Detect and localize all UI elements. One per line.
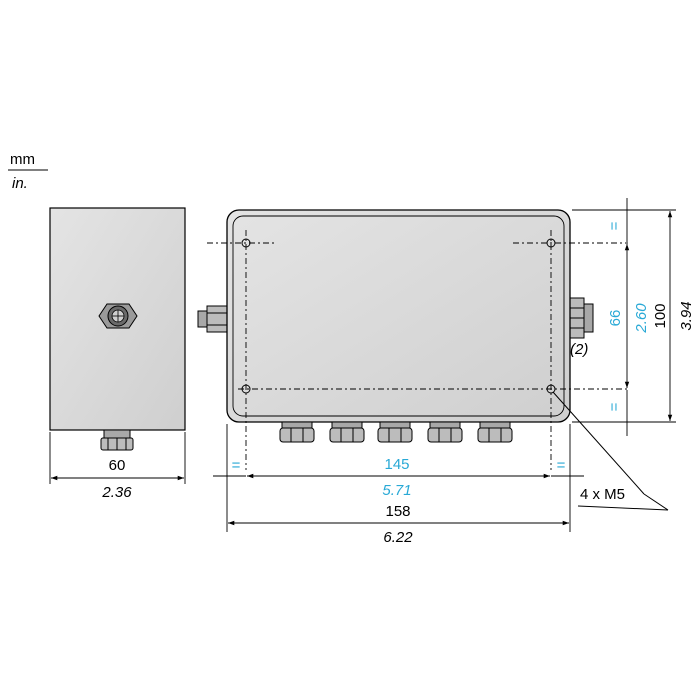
mounting-hole-icon bbox=[241, 384, 251, 394]
overall-width-mm: 158 bbox=[385, 503, 410, 520]
equal-mark-left: = bbox=[232, 457, 241, 474]
horizontal-dimensions: = = 145 5.71 158 6.22 bbox=[213, 424, 584, 546]
overall-height-mm: 100 bbox=[652, 303, 669, 328]
equal-mark-top: = bbox=[606, 221, 623, 230]
hole-spacing-mm: 145 bbox=[384, 456, 409, 473]
units-legend: mm in. bbox=[8, 151, 48, 192]
front-right-connector-icon bbox=[569, 297, 594, 339]
mounting-hole-icon bbox=[241, 238, 251, 248]
side-width-mm: 60 bbox=[109, 457, 126, 474]
hole-spacing-in: 5.71 bbox=[382, 482, 411, 499]
mounting-centerlines bbox=[207, 230, 628, 470]
front-bottom-connectors bbox=[279, 421, 513, 443]
holes-leader bbox=[552, 391, 669, 511]
hole-spacing-v-in: 2.60 bbox=[633, 303, 650, 334]
bottom-connector-3-icon bbox=[377, 421, 413, 443]
bottom-connector-4-icon bbox=[427, 421, 463, 443]
mounting-holes bbox=[241, 238, 556, 394]
units-mm: mm bbox=[10, 151, 35, 168]
hole-spacing-v-mm: 66 bbox=[607, 310, 624, 327]
front-view: = = 145 5.71 158 6.22 = = 66 2.60 100 3.… bbox=[197, 198, 695, 546]
units-in: in. bbox=[12, 175, 28, 192]
front-left-connector-icon bbox=[197, 305, 228, 333]
note-ref: (2) bbox=[570, 341, 588, 358]
mounting-hole-icon bbox=[546, 384, 556, 394]
mounting-hole-icon bbox=[546, 238, 556, 248]
vertical-dimensions: = = 66 2.60 100 3.94 bbox=[572, 198, 695, 436]
equal-mark-bottom: = bbox=[606, 402, 623, 411]
side-connector-icon bbox=[98, 303, 138, 329]
equal-mark-right: = bbox=[557, 457, 566, 474]
side-width-in: 2.36 bbox=[101, 484, 132, 501]
side-view: 60 2.36 bbox=[49, 207, 186, 501]
bottom-connector-5-icon bbox=[477, 421, 513, 443]
overall-width-in: 6.22 bbox=[383, 529, 413, 546]
overall-height-in: 3.94 bbox=[678, 301, 695, 330]
side-bottom-connector-icon bbox=[100, 429, 134, 451]
holes-label: 4 x M5 bbox=[580, 486, 625, 503]
front-enclosure bbox=[226, 209, 571, 423]
bottom-connector-2-icon bbox=[329, 421, 365, 443]
bottom-connector-1-icon bbox=[279, 421, 315, 443]
front-lid bbox=[232, 215, 565, 417]
